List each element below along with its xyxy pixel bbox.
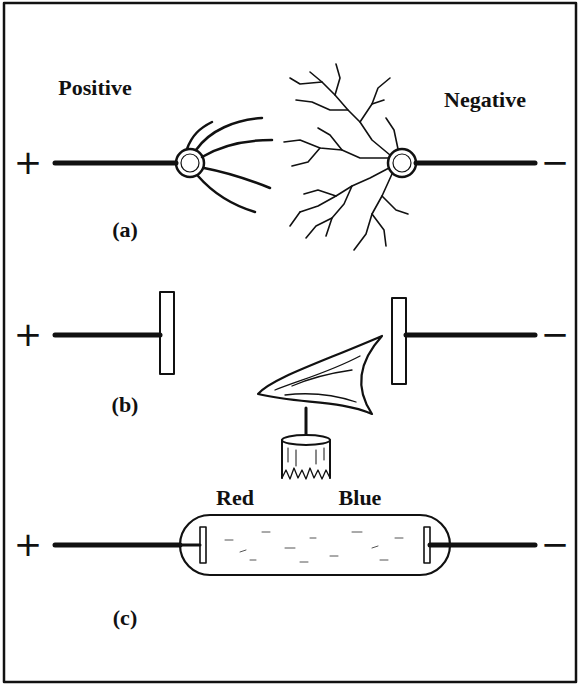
polarity-sign: + — [14, 144, 43, 181]
electrode-label: Positive — [58, 76, 131, 100]
positive-plate-b — [55, 292, 174, 374]
polarity-sign: − — [541, 144, 570, 181]
brush-discharge — [187, 118, 272, 212]
positive-electrode-a — [55, 149, 204, 177]
polarity-sign: − — [541, 526, 570, 563]
branching-discharge — [284, 64, 408, 250]
frame — [4, 3, 576, 682]
candle — [282, 408, 330, 479]
panel-letter: (a) — [112, 218, 138, 242]
negative-plate-b — [392, 298, 535, 384]
electrode-label: Negative — [444, 88, 526, 112]
panel-letter: (b) — [112, 393, 139, 417]
polarity-sign: + — [14, 316, 43, 353]
panel-letter: (c) — [113, 606, 137, 630]
glow-color-label: Blue — [339, 486, 382, 510]
polarity-sign: − — [541, 316, 570, 353]
glow-color-label: Red — [216, 486, 254, 510]
polarity-sign: + — [14, 526, 43, 563]
negative-electrode-a — [388, 149, 535, 177]
discharge-tube — [55, 515, 535, 575]
candle-flame — [258, 336, 382, 414]
